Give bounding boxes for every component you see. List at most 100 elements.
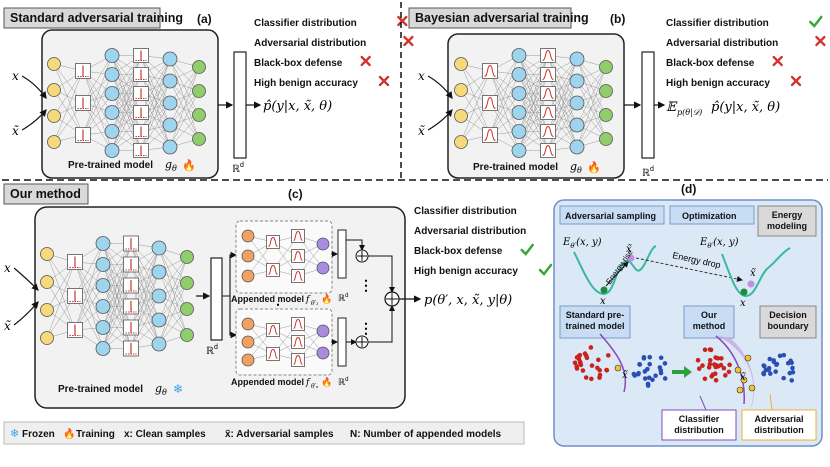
adversarial-sample	[748, 384, 756, 392]
red-sample	[702, 376, 708, 382]
panel-b-feature-bar	[641, 51, 655, 159]
connection	[158, 256, 188, 321]
connection	[547, 80, 578, 132]
red-sample	[721, 365, 727, 371]
flame-icon-a: 🔥	[182, 159, 196, 172]
panel-d: (d) Adversarial sampling Optimization En…	[553, 182, 823, 447]
x-label-right: x	[740, 298, 746, 309]
connection	[158, 295, 188, 336]
neuron	[192, 84, 206, 98]
neuron	[151, 336, 167, 352]
weight-dist	[293, 250, 303, 261]
box-energy-word-2: modeling	[767, 221, 807, 231]
connection	[158, 282, 188, 345]
connection	[169, 66, 200, 104]
neuron	[162, 117, 178, 133]
appended-model-n-space: ℝd	[338, 377, 348, 387]
connection	[489, 102, 520, 151]
panel-b-network	[454, 48, 613, 158]
neuron	[454, 83, 468, 97]
adversarial-sample	[734, 366, 742, 374]
legend-frozen: Frozen	[22, 429, 55, 440]
appended-model-n-sub: f	[305, 378, 311, 388]
connection	[169, 90, 200, 148]
neuron	[104, 124, 120, 139]
point-x-left	[600, 286, 608, 294]
neuron	[454, 135, 468, 149]
panel-a-model-sub2: θ	[172, 164, 177, 173]
connection	[576, 66, 607, 148]
neuron	[47, 57, 61, 71]
red-sample	[597, 367, 602, 373]
neuron	[569, 73, 585, 89]
blue-sample	[658, 368, 664, 373]
blue-sample	[642, 376, 648, 381]
checklist-item: High benign accuracy	[254, 78, 358, 89]
scatter-ours	[695, 347, 796, 394]
neuron	[241, 229, 255, 243]
panel-c-input-xt: x̃	[4, 319, 11, 333]
connection	[169, 80, 200, 140]
panel-a-tag: (a)	[197, 12, 212, 26]
appended-model-n-network	[241, 317, 330, 367]
red-sample	[708, 347, 714, 353]
panel-b-input-x: x	[418, 69, 425, 83]
panel-c-model-sub2: θ	[162, 388, 167, 397]
panel-a-title: Standard adversarial training	[10, 11, 183, 25]
connection	[140, 55, 171, 126]
sum-dots-bottom: ⋮	[359, 320, 373, 336]
weight-dist	[268, 348, 278, 359]
neuron	[316, 261, 330, 275]
connection	[489, 74, 520, 136]
neuron	[95, 278, 111, 293]
connection	[169, 90, 200, 126]
panel-b-model-sub2: θ	[577, 166, 582, 175]
checklist-item: High benign accuracy	[414, 266, 518, 277]
snowflake-icon-c: ❄	[173, 382, 183, 396]
blue-sample	[650, 377, 655, 383]
neuron	[599, 108, 613, 122]
weight-dist	[484, 64, 496, 77]
legend-box	[3, 421, 525, 445]
legend-xt-desc: x̃: Adversarial samples	[225, 429, 334, 440]
connection	[158, 256, 188, 345]
cross-icon	[790, 75, 802, 87]
appended-model-n-subsub: θ′ₙ	[311, 383, 319, 390]
red-sample	[726, 369, 732, 375]
panel-b-input-xt: x̃	[418, 124, 425, 138]
connection	[158, 256, 188, 297]
neuron	[511, 124, 527, 139]
checklist-item: Adversarial distribution	[254, 38, 366, 49]
connection	[547, 80, 578, 151]
connection	[46, 261, 76, 311]
neuron	[192, 60, 206, 74]
connection	[576, 80, 607, 116]
checklist-item: Adversarial distribution	[666, 38, 778, 49]
red-sample	[719, 356, 724, 361]
neuron	[180, 302, 194, 316]
blue-sample	[645, 383, 651, 388]
red-sample	[572, 360, 578, 366]
blue-sample	[761, 370, 766, 376]
blue-sample	[641, 355, 647, 360]
connection	[140, 74, 171, 126]
neuron	[569, 95, 585, 111]
appended-model-n-bar	[337, 317, 347, 367]
connection	[158, 247, 188, 336]
connection	[46, 253, 76, 331]
box-adv-sampling-text: Adversarial sampling	[565, 211, 656, 221]
connection	[576, 66, 607, 126]
appended-model-n-box	[235, 308, 333, 376]
red-sample	[576, 356, 582, 362]
connection	[576, 90, 607, 126]
neuron	[569, 51, 585, 67]
blue-sample	[637, 361, 642, 367]
weight-dist	[542, 87, 554, 99]
red-sample	[596, 357, 601, 363]
red-sample	[710, 372, 716, 378]
blue-sample	[647, 361, 653, 367]
panel-a-space-sup: d	[240, 162, 244, 169]
cross-icon	[360, 55, 371, 67]
